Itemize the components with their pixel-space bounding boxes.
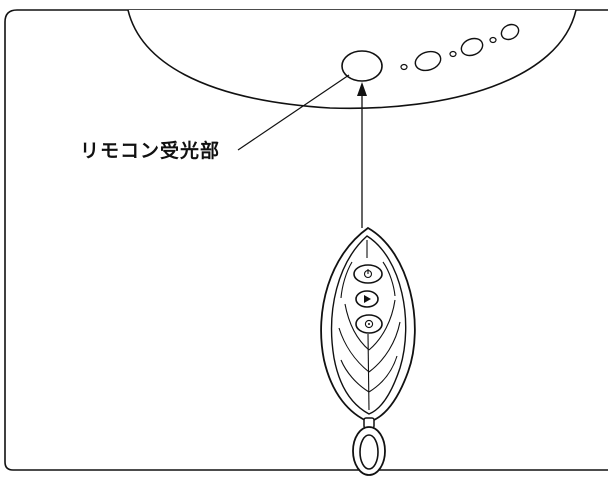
device-panel-outline <box>5 10 608 470</box>
timer-icon <box>365 320 372 327</box>
indicator-oval-3 <box>499 22 521 43</box>
indicator-oval-2 <box>459 35 485 58</box>
signal-arrow-head <box>357 82 367 96</box>
power-icon <box>365 269 372 278</box>
remote-sensor-window <box>342 51 382 81</box>
remote-power-button[interactable] <box>354 265 382 283</box>
callout-leader-line <box>238 75 349 150</box>
indicator-dot-2 <box>450 52 456 57</box>
indicator-dot-3 <box>490 38 496 43</box>
play-icon <box>364 295 371 303</box>
indicator-dot-1 <box>401 65 407 70</box>
remote-play-button[interactable] <box>356 291 378 307</box>
remote-ring-loop-inner <box>360 435 378 469</box>
indicator-oval-1 <box>413 48 443 73</box>
remote-sensor-callout-label: リモコン受光部 <box>80 140 221 162</box>
leaf-veins <box>339 240 400 410</box>
remote-timer-button[interactable] <box>356 315 382 333</box>
